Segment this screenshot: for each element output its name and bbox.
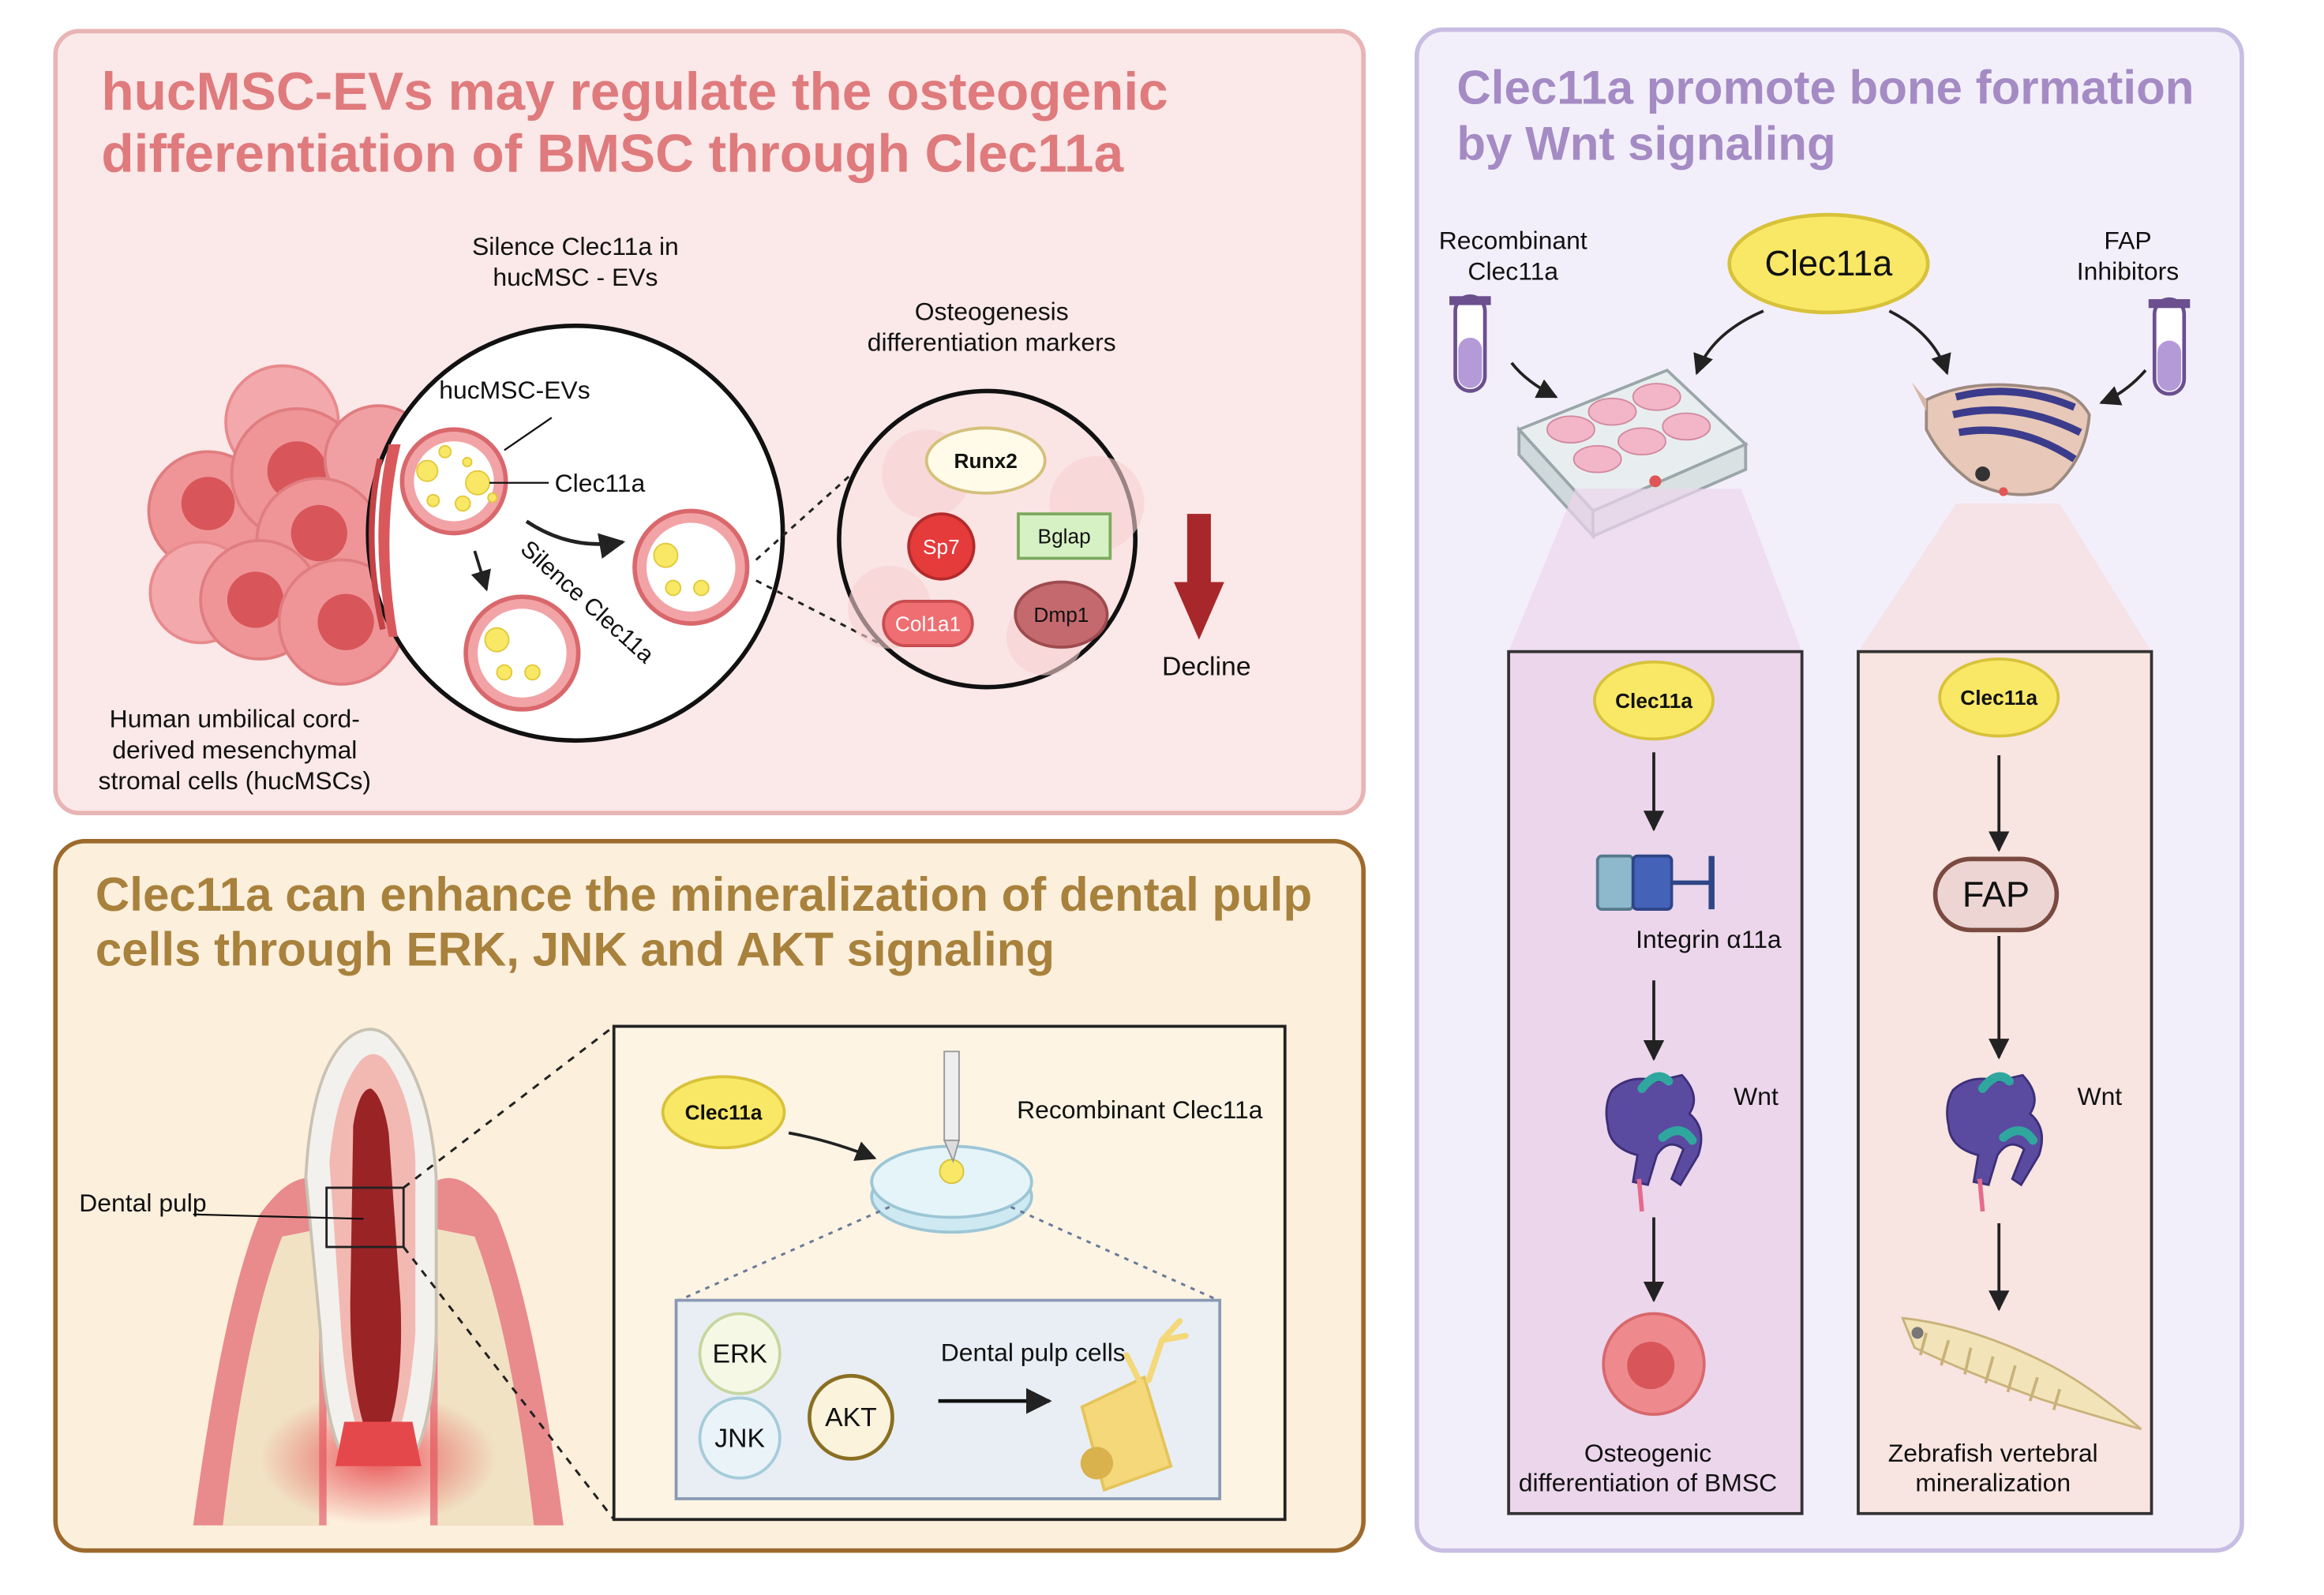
runx2-marker — [924, 426, 1047, 495]
zoom-dashed-line-bottom — [755, 579, 890, 650]
panel-dental-pulp: Clec11a can enhance the mineralization o… — [53, 839, 1366, 1553]
decline-label: Decline — [1162, 652, 1251, 682]
wnt-label-left: Wnt — [1734, 1082, 1779, 1110]
akt-label: AKT — [825, 1402, 877, 1432]
erk-label: ERK — [712, 1339, 767, 1368]
test-tube-left-icon — [1449, 294, 1491, 393]
bmsc-cell-icon — [1602, 1312, 1706, 1416]
ev-small-bottom — [463, 594, 581, 712]
zebrafish-outcome-line2: mineralization — [1915, 1469, 2071, 1497]
zebrafish-skeleton-icon — [1901, 1316, 2142, 1431]
bmsc-outcome-line1: Osteogenic — [1584, 1439, 1711, 1467]
markers-label-line1: Osteogenesis — [915, 297, 1069, 325]
clec11a-ev-label: Clec11a — [555, 469, 646, 497]
sp7-marker — [907, 512, 976, 581]
hucmsc-label-line3: stromal cells (hucMSCs) — [99, 766, 372, 795]
wnt-protein-icon-left — [1605, 1072, 1703, 1212]
akt-node — [808, 1373, 894, 1461]
wnt-protein-icon-right — [1946, 1072, 2043, 1212]
col1a1-marker — [882, 599, 974, 648]
petri-dish-icon — [870, 1050, 1033, 1234]
clec11a-badge-right — [1938, 657, 2060, 738]
bmsc-outcome-line2: differentiation of BMSC — [1519, 1469, 1777, 1497]
zebrafish-outcome-line1: Zebrafish vertebral — [1888, 1439, 2098, 1467]
panel3-title-line1: Clec11a promote bone formation — [1456, 61, 2194, 114]
sp7-label: Sp7 — [923, 535, 960, 559]
test-tube-right-icon — [2148, 297, 2191, 396]
recombinant-clec11a-label: Recombinant Clec11a — [1017, 1095, 1263, 1124]
clec11a-badge-left — [1593, 660, 1715, 741]
runx2-label: Runx2 — [954, 449, 1018, 473]
clec11a-main-badge — [1727, 212, 1930, 315]
arrow-tube-to-plate — [1510, 361, 1558, 399]
panel3-title-line2: by Wnt signaling — [1456, 118, 1835, 170]
ev-small-right — [632, 508, 750, 626]
zoom-dashed-bottom — [403, 1246, 615, 1521]
cell-membrane-edge — [378, 444, 401, 637]
decline-arrow-icon — [1174, 514, 1224, 640]
dish-dotted-left — [678, 1205, 890, 1301]
zoom-dashed-line-top — [755, 455, 873, 561]
fap-inhibitors-line2: Inhibitors — [2077, 257, 2179, 286]
arrow-clec-to-plate — [1693, 309, 1764, 376]
dmp1-label: Dmp1 — [1033, 603, 1089, 627]
ev-with-clec11a — [399, 427, 508, 536]
arrow-clec-to-zebrafish — [1888, 309, 1951, 376]
hucmsc-evs-label: hucMSC-EVs — [439, 376, 590, 404]
clec11a-label-left: Clec11a — [1615, 689, 1692, 713]
zoom-wedge-right — [1857, 504, 2152, 652]
panel1-title-line1: hucMSC-EVs may regulate the osteogenic — [101, 62, 1168, 122]
hucmsc-label-line2: derived mesenchymal — [112, 736, 357, 764]
zebrafish-icon — [1911, 382, 2091, 496]
fap-inhibitors-line1: FAP — [2104, 226, 2151, 254]
silence-label-line1: Silence Clec11a in — [472, 232, 679, 260]
panel1-title-line2: differentiation of BMSC through Clec11a — [101, 125, 1123, 184]
tooth-illustration-icon — [193, 1028, 564, 1526]
pulp-cells-label: Dental pulp cells — [941, 1339, 1126, 1367]
clec11a-label-panel2: Clec11a — [685, 1101, 763, 1125]
dental-pulp-label: Dental pulp — [79, 1189, 206, 1217]
integrin-label: Integrin α11a — [1636, 925, 1782, 953]
hucmsc-cell-cluster — [147, 364, 433, 686]
clec11a-main-label: Clec11a — [1765, 243, 1894, 283]
col1a1-label: Col1a1 — [895, 612, 961, 635]
erk-node — [698, 1312, 782, 1395]
clec11a-badge-panel2 — [661, 1075, 786, 1150]
recombinant-label-line2: Clec11a — [1467, 257, 1558, 286]
bglap-marker — [1017, 512, 1112, 560]
fap-label: FAP — [1962, 874, 2030, 914]
jnk-node — [698, 1396, 782, 1480]
dental-pulp-leader — [193, 1213, 364, 1220]
arrow-ev-right — [525, 519, 626, 559]
silence-label-line2: hucMSC - EVs — [493, 263, 658, 291]
jnk-label: JNK — [714, 1423, 765, 1453]
zoom-wedge-left — [1509, 489, 1802, 652]
integrin-receptor-icon — [1595, 854, 1715, 912]
panel-wnt-signaling: Clec11a promote bone formation by Wnt si… — [1414, 27, 2244, 1553]
panel2-title-line2: cells through ERK, JNK and AKT signaling — [96, 923, 1055, 975]
hucmsc-label-line1: Human umbilical cord- — [110, 704, 360, 732]
pulp-cell-icon — [1080, 1318, 1189, 1492]
fap-node — [1932, 856, 2060, 933]
dish-dotted-right — [1010, 1205, 1219, 1301]
arrow-clec-to-dish — [788, 1131, 877, 1161]
wnt-label-right: Wnt — [2077, 1082, 2122, 1110]
recombinant-label-line1: Recombinant — [1439, 226, 1587, 254]
evs-leader-line — [504, 417, 553, 451]
panel2-title-line1: Clec11a can enhance the mineralization o… — [96, 868, 1312, 921]
bglap-label: Bglap — [1038, 525, 1091, 549]
dmp1-marker — [1014, 580, 1109, 649]
panel-hucmsc-evs: hucMSC-EVs may regulate the osteogenic d… — [53, 28, 1366, 816]
arrow-ev-down — [470, 550, 491, 592]
clec11a-label-right: Clec11a — [1960, 686, 2037, 710]
markers-label-line2: differentiation markers — [868, 328, 1116, 357]
arrow-inhibitor-to-zebrafish — [2099, 369, 2147, 406]
